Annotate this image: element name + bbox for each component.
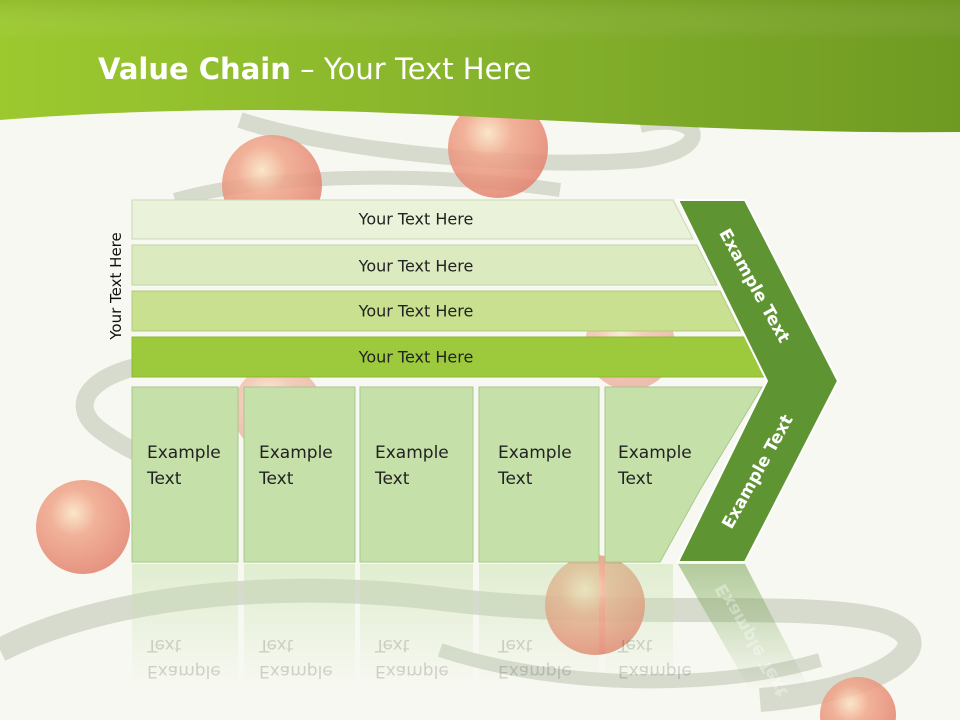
primary-box-line2: Text	[618, 469, 653, 489]
reflection-text: Example Text	[498, 632, 572, 684]
reflection-line2: Text	[618, 635, 653, 655]
primary-box-line1: Example	[147, 443, 221, 463]
support-bar-3	[131, 290, 741, 332]
support-bar-label: Your Text Here	[358, 301, 474, 321]
primary-box-label: Example Text	[259, 440, 333, 492]
reflection-line1: Example	[147, 661, 221, 681]
primary-box-line1: Example	[498, 443, 572, 463]
primary-box-line1: Example	[259, 443, 333, 463]
primary-box-3	[359, 386, 474, 563]
primary-box-label: Example Text	[375, 440, 449, 492]
primary-box-line2: Text	[147, 469, 182, 489]
support-bar-label: Your Text Here	[358, 256, 474, 276]
primary-box-line1: Example	[375, 443, 449, 463]
margin-arrow	[676, 199, 840, 563]
primary-box-line2: Text	[498, 469, 533, 489]
title-separator: –	[300, 52, 315, 86]
reflection-line1: Example	[375, 661, 449, 681]
side-label: Your Text Here	[107, 232, 125, 340]
reflection-line2: Text	[147, 635, 182, 655]
reflection-text: Example Text	[375, 632, 449, 684]
primary-box-2	[243, 386, 356, 563]
primary-box-line1: Example	[618, 443, 692, 463]
reflection-text: Example Text	[259, 632, 333, 684]
primary-box-1	[131, 386, 239, 563]
slide-title: Value Chain – Your Text Here	[98, 52, 532, 86]
primary-box-label: Example Text	[498, 440, 572, 492]
support-bar-label: Your Text Here	[358, 347, 474, 367]
primary-box-5	[604, 386, 763, 563]
support-bar-label: Your Text Here	[358, 209, 474, 229]
primary-box-label: Example Text	[618, 440, 692, 492]
title-rest: Your Text Here	[323, 52, 532, 86]
reflection-line2: Text	[259, 635, 294, 655]
reflection-line1: Example	[498, 661, 572, 681]
primary-box-4	[478, 386, 600, 563]
primary-box-label: Example Text	[147, 440, 221, 492]
title-bold: Value Chain	[98, 52, 291, 86]
reflection-line1: Example	[618, 661, 692, 681]
primary-box-line2: Text	[259, 469, 294, 489]
reflection-text: Example Text	[618, 632, 692, 684]
reflection-line1: Example	[259, 661, 333, 681]
reflection	[132, 564, 810, 690]
reflection-text: Example Text	[147, 632, 221, 684]
support-bar-2	[131, 244, 718, 286]
reflection-line2: Text	[498, 635, 533, 655]
primary-box-line2: Text	[375, 469, 410, 489]
support-bar-1	[131, 199, 694, 240]
reflection-line2: Text	[375, 635, 410, 655]
